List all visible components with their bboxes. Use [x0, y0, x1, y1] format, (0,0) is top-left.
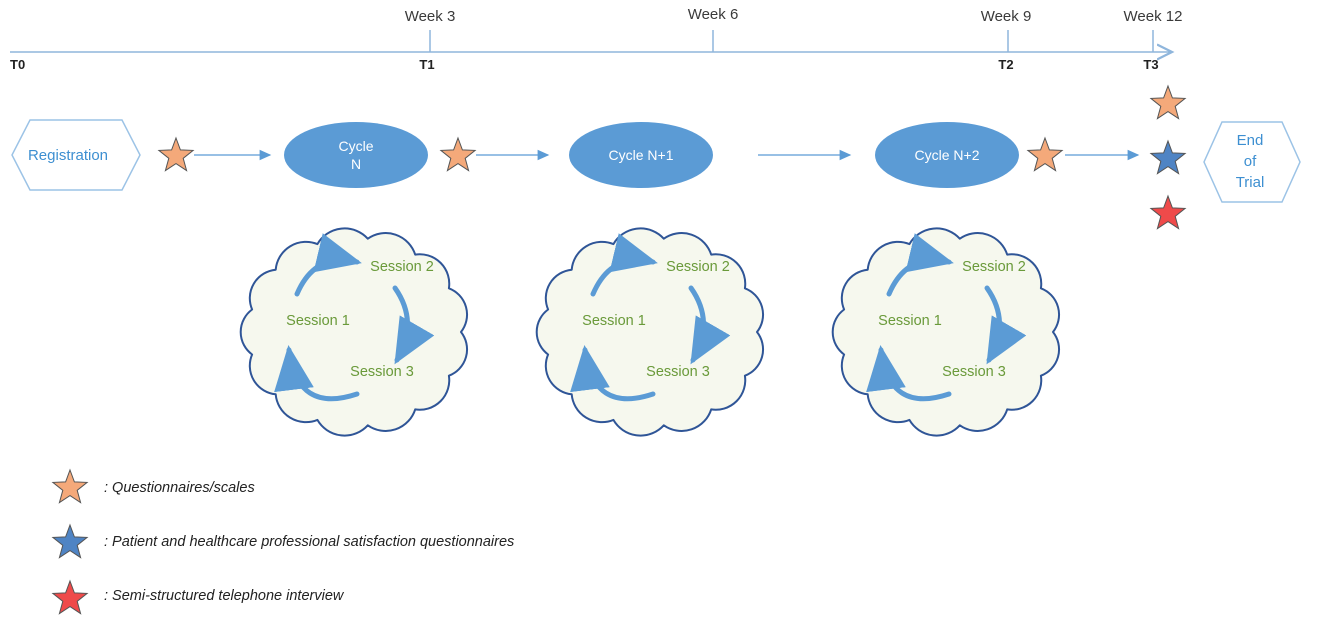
week-label-3: Week 3	[405, 8, 456, 25]
session-2-label: Session 2	[962, 259, 1026, 275]
satisfaction-star-icon	[1149, 139, 1187, 175]
cycle-n-plus-2: Cycle N+2	[875, 122, 1019, 188]
cycle-arrow	[294, 233, 362, 297]
cycle-arrow	[274, 345, 360, 402]
legend-star-icon	[51, 523, 89, 559]
cycle-arrow	[984, 285, 1027, 365]
session-2-label: Session 2	[666, 259, 730, 275]
session-1-label: Session 1	[286, 313, 350, 329]
end-of-trial-node: End of Trial	[1203, 121, 1301, 203]
cycle-arrow	[688, 285, 731, 365]
registration-label: Registration	[28, 147, 108, 164]
cycle-n-plus-1-label: Cycle N+1	[609, 147, 674, 163]
timepoint-t0: T0	[10, 57, 25, 72]
timepoint-t3: T3	[1143, 57, 1158, 72]
star-icon	[51, 468, 89, 504]
cycle-arrow	[886, 233, 954, 297]
star-icon	[51, 579, 89, 615]
questionnaire-star-icon	[157, 136, 195, 172]
legend-item-satisfaction: : Patient and healthcare professional sa…	[51, 523, 514, 559]
session-cloud: Session 1 Session 2 Session 3	[239, 227, 469, 437]
star-icon	[51, 523, 89, 559]
end-of-trial-line-2: of	[1244, 153, 1257, 170]
timeline: Week 3 Week 6 Week 9 Week 12 T0 T1 T2 T3	[10, 6, 1182, 72]
session-1-label: Session 1	[878, 313, 942, 329]
legend-star-icon	[51, 468, 89, 504]
questionnaire-star-icon	[1026, 136, 1064, 172]
session-3-label: Session 3	[646, 364, 710, 380]
cycle-n-line-2: N	[351, 156, 361, 172]
end-of-trial-line-3: Trial	[1236, 174, 1265, 191]
session-3-label: Session 3	[350, 364, 414, 380]
cycle-n: Cycle N	[284, 122, 428, 188]
week-label-6: Week 6	[688, 6, 739, 23]
questionnaire-star-icon	[439, 136, 477, 172]
questionnaire-star-icon	[1149, 84, 1187, 120]
session-2-label: Session 2	[370, 259, 434, 275]
cycle-arrow	[570, 345, 656, 402]
week-label-9: Week 9	[981, 8, 1032, 25]
legend-label-interview: : Semi-structured telephone interview	[104, 588, 345, 604]
week-label-12: Week 12	[1124, 8, 1183, 25]
legend-label-questionnaires: : Questionnaires/scales	[104, 480, 255, 496]
cycle-arrow	[866, 345, 952, 402]
legend: : Questionnaires/scales : Patient and he…	[51, 468, 514, 615]
registration-node: Registration	[11, 119, 141, 191]
interview-star-icon	[1149, 194, 1187, 230]
legend-item-interview: : Semi-structured telephone interview	[51, 579, 345, 615]
cycle-n-line-1: Cycle	[338, 138, 373, 154]
session-cloud: Session 1 Session 2 Session 3	[831, 227, 1061, 437]
legend-label-satisfaction: : Patient and healthcare professional sa…	[104, 534, 514, 550]
legend-star-icon	[51, 579, 89, 615]
cycle-n-plus-1: Cycle N+1	[569, 122, 713, 188]
session-1-label: Session 1	[582, 313, 646, 329]
timepoint-t2: T2	[998, 57, 1013, 72]
timepoint-t1: T1	[419, 57, 434, 72]
cycle-n-plus-2-label: Cycle N+2	[915, 147, 980, 163]
cycle-arrow	[590, 233, 658, 297]
legend-item-questionnaires: : Questionnaires/scales	[51, 468, 255, 504]
cycle-arrow	[392, 285, 435, 365]
session-cloud: Session 1 Session 2 Session 3	[535, 227, 765, 437]
flow-stars	[157, 84, 1187, 230]
session-3-label: Session 3	[942, 364, 1006, 380]
end-of-trial-line-1: End	[1237, 132, 1264, 149]
